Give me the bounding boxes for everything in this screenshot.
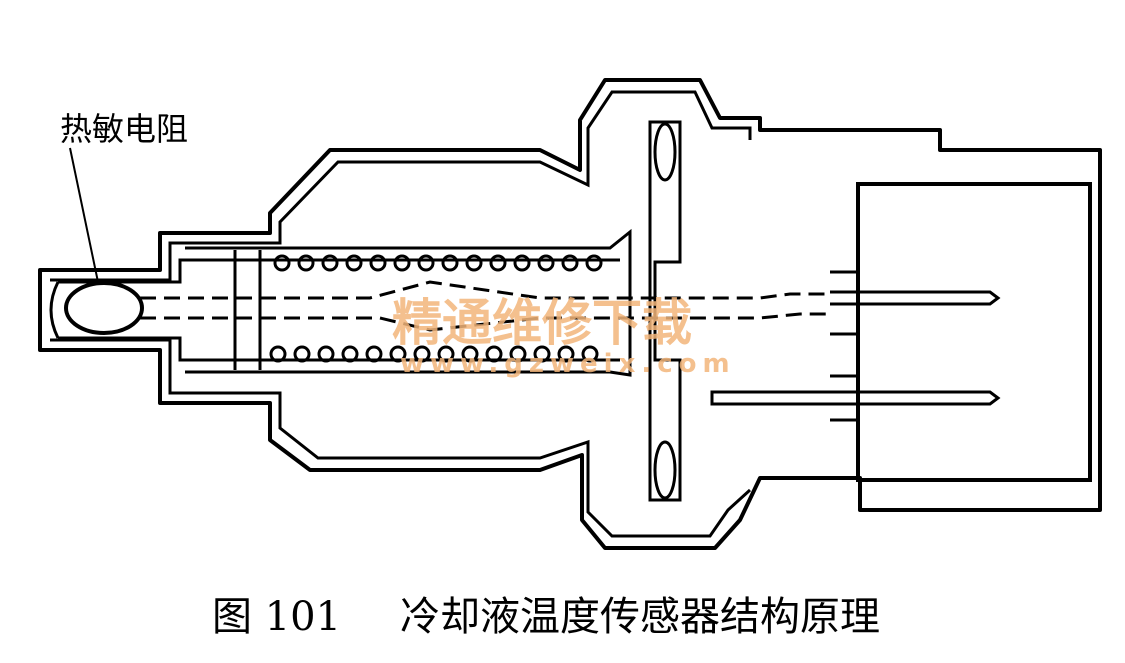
watermark-url: www.gzweix.com (400, 349, 736, 379)
housing-inner-wall-lower (50, 338, 752, 538)
figure-caption-title: 冷却液温度传感器结构原理 (400, 594, 880, 640)
thermistor-leader-line (69, 147, 99, 283)
connector-collar (830, 270, 858, 422)
spring-coil-lower (269, 345, 599, 363)
terminal-pin-lower (710, 390, 1001, 406)
figure-caption-number: 图 101 (212, 594, 341, 640)
o-ring-upper (653, 122, 677, 182)
spring-coil-upper (273, 254, 603, 272)
connector-housing (856, 182, 1092, 482)
lead-wire-lower (140, 312, 830, 332)
sensor-housing-outline (38, 78, 1102, 550)
housing-inner-wall (50, 90, 752, 282)
flange-body (648, 120, 682, 502)
thermistor-bead (64, 281, 144, 335)
probe-tip (49, 281, 60, 339)
terminal-pin-upper (830, 290, 1001, 306)
inner-sleeve (185, 228, 632, 377)
lead-wire-upper (140, 280, 830, 300)
o-ring-lower (653, 440, 677, 500)
thermistor-label: 热敏电阻 (60, 110, 188, 148)
watermark-chinese: 精通维修下载 (392, 294, 692, 352)
